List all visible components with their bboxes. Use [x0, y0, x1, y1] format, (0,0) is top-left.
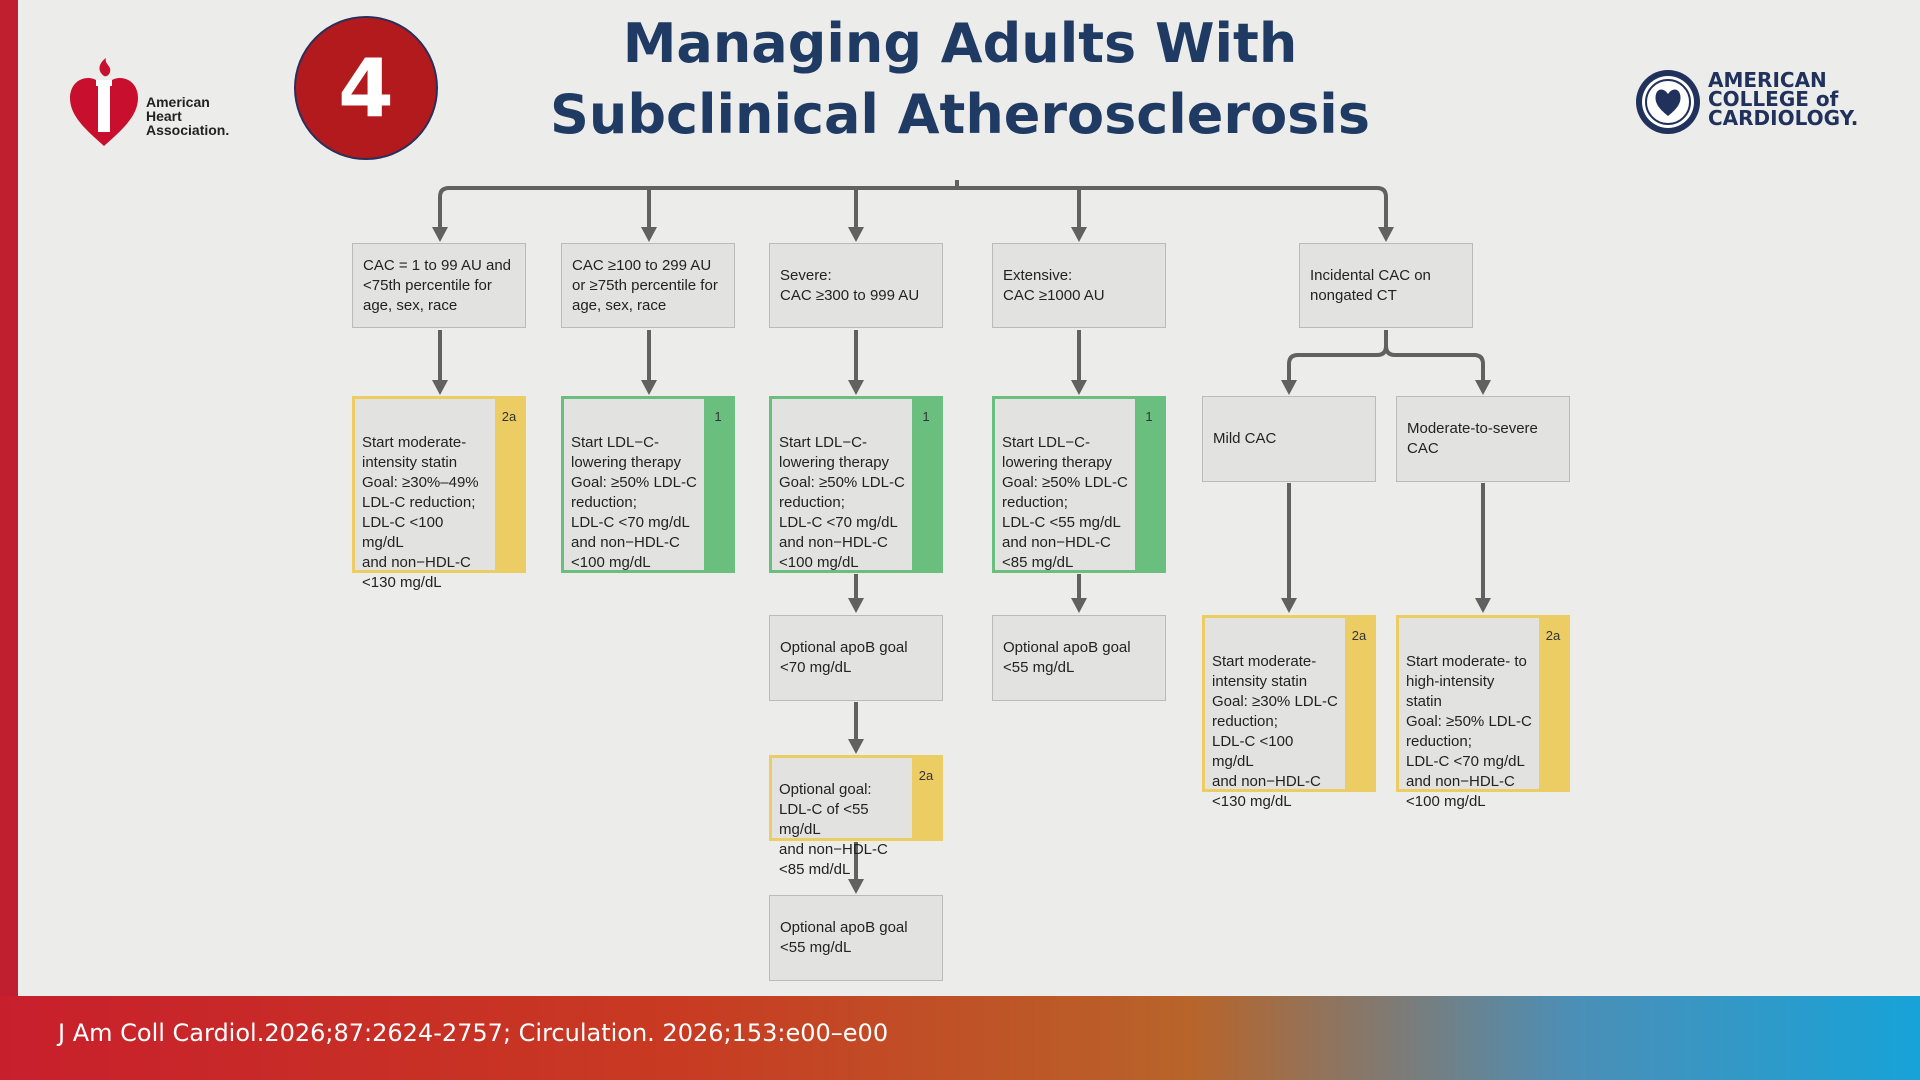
class-badge-1: 1 — [1135, 399, 1163, 570]
aha-word-1: American — [146, 94, 210, 110]
optional-apob-goal-70: Optional apoB goal <70 mg/dL — [769, 615, 943, 701]
recommendation-text: Start moderate- intensity statin Goal: ≥… — [1212, 653, 1338, 810]
recommendation-ldl-lowering-severe: Start LDL−C- lowering therapy Goal: ≥50%… — [769, 396, 943, 573]
acc-wordmark: AMERICAN COLLEGE of CARDIOLOGY. — [1708, 68, 1859, 130]
class-badge-1: 1 — [912, 399, 940, 570]
acc-seal-logo-icon — [1636, 70, 1700, 134]
recommendation-text: Start LDL−C- lowering therapy Goal: ≥50%… — [1002, 434, 1128, 571]
optional-apob-goal-55-severe: Optional apoB goal <55 mg/dL — [769, 895, 943, 981]
title-line-1: Managing Adults With — [622, 12, 1298, 75]
class-badge-2a: 2a — [1539, 618, 1567, 789]
recommendation-ldl-lowering-70: Start LDL−C- lowering therapy Goal: ≥50%… — [561, 396, 735, 573]
category-cac-100-299: CAC ≥100 to 299 AU or ≥75th percentile f… — [561, 243, 735, 328]
class-badge-1: 1 — [704, 399, 732, 570]
recommendation-text: Start moderate- intensity statin Goal: ≥… — [362, 434, 479, 591]
recommendation-mild-cac-statin: Start moderate- intensity statin Goal: ≥… — [1202, 615, 1376, 810]
aha-word-3: Association. — [146, 122, 230, 138]
category-cac-1-99: CAC = 1 to 99 AU and <75th percentile fo… — [352, 243, 526, 328]
recommendation-optional-ldl-goal: Optional goal: LDL-C of <55 mg/dL and no… — [769, 755, 943, 878]
class-badge-2a: 2a — [912, 758, 940, 838]
citation: J Am Coll Cardiol.2026;87:2624-2757; Cir… — [58, 1019, 889, 1047]
class-badge-2a: 2a — [495, 399, 523, 570]
category-incidental: Incidental CAC on nongated CT — [1299, 243, 1473, 328]
left-accent-bar — [0, 0, 18, 1000]
recommendation-moderate-severe-statin: Start moderate- to high-intensity statin… — [1396, 615, 1570, 810]
acc-word-2: COLLEGE of — [1708, 87, 1839, 111]
subcategory-moderate-severe-cac: Moderate-to-severe CAC — [1396, 396, 1570, 482]
category-severe: Severe: CAC ≥300 to 999 AU — [769, 243, 943, 328]
recommendation-ldl-lowering-extensive: Start LDL−C- lowering therapy Goal: ≥50%… — [992, 396, 1166, 573]
recommendation-text: Start moderate- to high-intensity statin… — [1406, 653, 1532, 810]
page-title: Managing Adults With Subclinical Atheros… — [520, 8, 1400, 150]
recommendation-text: Start LDL−C- lowering therapy Goal: ≥50%… — [571, 434, 697, 571]
slide-number-badge: 4 — [294, 16, 438, 160]
category-extensive: Extensive: CAC ≥1000 AU — [992, 243, 1166, 328]
recommendation-text: Optional goal: LDL-C of <55 mg/dL and no… — [779, 781, 888, 878]
recommendation-text: Start LDL−C- lowering therapy Goal: ≥50%… — [779, 434, 905, 571]
title-line-2: Subclinical Atherosclerosis — [550, 83, 1370, 146]
aha-torch-heart-logo-icon — [70, 58, 138, 146]
aha-wordmark: American Heart Association. — [146, 95, 229, 137]
class-badge-2a: 2a — [1345, 618, 1373, 789]
recommendation-moderate-statin: Start moderate- intensity statin Goal: ≥… — [352, 396, 526, 591]
subcategory-mild-cac: Mild CAC — [1202, 396, 1376, 482]
acc-word-1: AMERICAN — [1708, 68, 1827, 92]
aha-word-2: Heart — [146, 108, 182, 124]
footer-gradient-bar — [0, 996, 1920, 1080]
acc-word-3: CARDIOLOGY. — [1708, 106, 1859, 130]
optional-apob-goal-55-extensive: Optional apoB goal <55 mg/dL — [992, 615, 1166, 701]
